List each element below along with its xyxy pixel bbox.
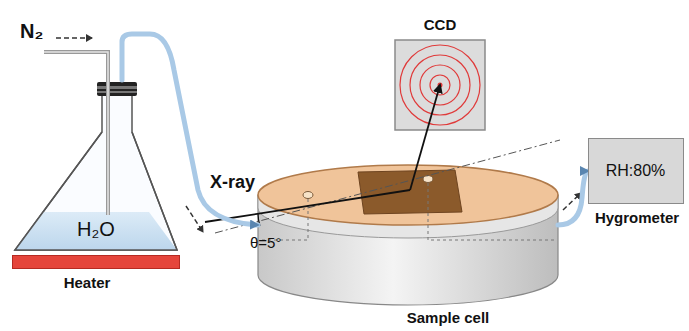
heater-bar: Heater — [12, 255, 180, 269]
angle-label: θ=5° — [250, 234, 281, 251]
part-name: Heater — [64, 274, 111, 291]
part-name: CCD — [424, 16, 457, 33]
hygrometer-box: RH:80%Hygrometer — [588, 138, 684, 204]
xray-beam — [205, 190, 410, 222]
sample-cell: Sample cell — [258, 160, 558, 328]
ccd-box: CCD — [395, 40, 485, 130]
beam-label: X-ray — [210, 172, 255, 193]
gas-tube — [558, 171, 588, 225]
gas-label: N₂ — [20, 20, 43, 43]
display-reading: RH:80% — [606, 162, 666, 180]
diffracted-beam — [410, 85, 440, 190]
cylinder — [215, 140, 560, 305]
flow-arrow — [56, 37, 92, 39]
liquid-label: H₂O — [77, 218, 115, 241]
flask — [15, 52, 177, 250]
flask-node: H₂O — [8, 80, 184, 252]
part-name: Sample cell — [407, 309, 490, 326]
flow-arrow — [186, 206, 203, 232]
part-name: Hygrometer — [595, 209, 679, 226]
gas-tube — [122, 34, 258, 225]
